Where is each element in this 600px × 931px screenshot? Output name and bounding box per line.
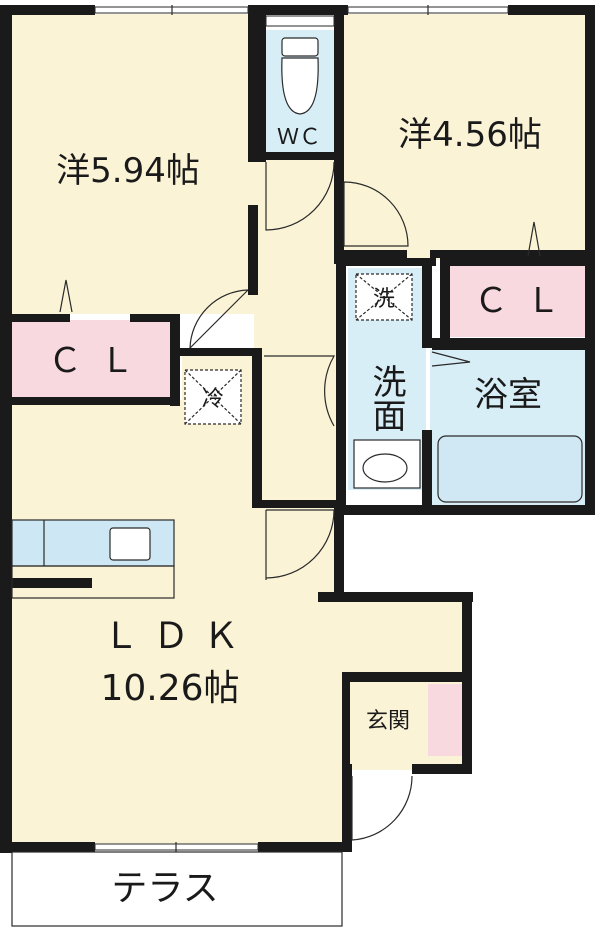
wall bbox=[342, 672, 472, 682]
wall bbox=[432, 338, 595, 350]
door-toilet bbox=[265, 161, 335, 231]
wall bbox=[422, 430, 432, 510]
wall bbox=[248, 205, 258, 295]
door-washroom bbox=[264, 355, 336, 427]
wash-basin-icon bbox=[353, 439, 421, 489]
labels: 洋5.94帖 洋4.56帖 ＷＣ ＣＬ ＣＬ 洗 冷 洗面 浴室 ＬＤＫ 10.… bbox=[48, 115, 578, 909]
label-closet-left: ＣＬ bbox=[48, 341, 152, 381]
door-ldk bbox=[265, 509, 335, 580]
wall bbox=[462, 592, 472, 774]
wall bbox=[12, 578, 92, 588]
wall bbox=[334, 14, 344, 264]
shoe-closet-floor bbox=[428, 684, 462, 756]
toilet-bowl-icon bbox=[281, 37, 319, 115]
label-entrance: 玄関 bbox=[366, 709, 410, 734]
washer-pan-icon bbox=[355, 273, 413, 321]
door-closet-right bbox=[527, 221, 541, 257]
doors bbox=[59, 161, 541, 841]
wall bbox=[318, 592, 473, 602]
wall bbox=[336, 258, 346, 513]
label-bathroom: 浴室 bbox=[474, 375, 542, 415]
wall bbox=[178, 348, 262, 356]
wall bbox=[0, 842, 95, 852]
label-closet-right: ＣＬ bbox=[474, 281, 578, 321]
window-toilet bbox=[265, 15, 335, 27]
closet-right-floor bbox=[448, 265, 587, 337]
label-ldk-title: ＬＤＫ bbox=[103, 616, 253, 657]
label-ldk-size: 10.26帖 bbox=[100, 668, 239, 709]
terrace-area bbox=[11, 851, 343, 927]
wall bbox=[412, 764, 472, 774]
wall bbox=[0, 5, 12, 853]
wall bbox=[258, 152, 342, 160]
bathtub-icon bbox=[437, 435, 583, 503]
label-washroom: 洗面 bbox=[366, 364, 406, 432]
wall bbox=[440, 258, 450, 340]
door-room2 bbox=[343, 181, 409, 247]
wall bbox=[0, 314, 70, 322]
kitchen-counter bbox=[11, 519, 175, 599]
wall bbox=[342, 764, 352, 852]
wall bbox=[252, 500, 336, 508]
wall bbox=[336, 505, 595, 515]
ldk-floor bbox=[12, 400, 342, 847]
wall bbox=[258, 842, 350, 852]
sink-icon bbox=[109, 527, 151, 561]
wall bbox=[0, 5, 95, 15]
wall bbox=[440, 258, 595, 266]
fixtures bbox=[11, 37, 583, 927]
label-terrace: テラス bbox=[111, 868, 218, 909]
windows bbox=[94, 5, 509, 852]
door-bathroom bbox=[431, 351, 471, 367]
wall bbox=[430, 250, 595, 258]
label-western-room-1: 洋5.94帖 bbox=[56, 151, 200, 191]
wall bbox=[248, 14, 258, 162]
walls bbox=[0, 5, 595, 853]
label-fridge: 冷 bbox=[202, 387, 224, 412]
wall bbox=[508, 5, 595, 15]
door-room1 bbox=[189, 289, 249, 349]
wall bbox=[334, 508, 344, 598]
wall bbox=[252, 348, 262, 508]
wall bbox=[130, 314, 180, 322]
western-room-1-floor bbox=[12, 14, 254, 314]
label-western-room-2: 洋4.56帖 bbox=[398, 115, 542, 155]
wall bbox=[170, 314, 180, 406]
western-room-2-floor bbox=[342, 14, 587, 260]
wall bbox=[0, 397, 180, 405]
fridge-space-icon bbox=[184, 369, 242, 425]
label-toilet: ＷＣ bbox=[277, 125, 321, 150]
wall bbox=[342, 672, 350, 852]
door-entrance bbox=[351, 775, 413, 841]
wall bbox=[422, 258, 432, 348]
wall bbox=[258, 14, 266, 162]
wall bbox=[248, 5, 348, 15]
closet-left-floor bbox=[12, 320, 172, 397]
label-washer: 洗 bbox=[373, 287, 395, 312]
wall bbox=[342, 250, 407, 258]
wall bbox=[336, 258, 436, 266]
door-closet-left bbox=[59, 279, 73, 313]
